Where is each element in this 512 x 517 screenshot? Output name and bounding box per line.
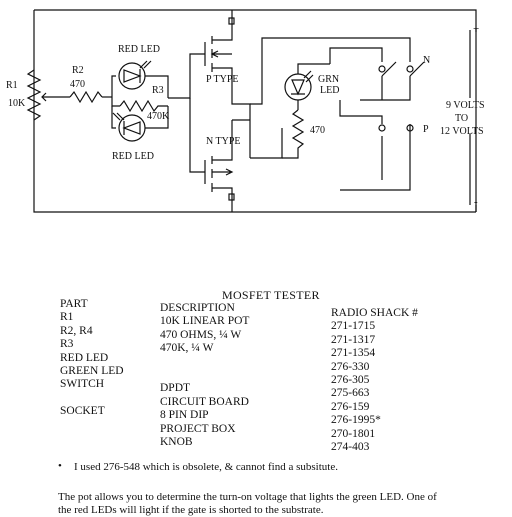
radio-shack-row: 270-1801 — [331, 427, 376, 440]
description-column-header: DESCRIPTION — [160, 302, 235, 314]
r2-resistor — [69, 90, 103, 104]
radio-shack-column: RADIO SHACK # 271-1715 271-1317 271-1354… — [331, 307, 418, 454]
part-row: R3 — [60, 338, 74, 351]
green-led-wire — [297, 63, 330, 110]
switch-pole-3 — [378, 124, 386, 132]
description-text-line-1: The pot allows you to determine the turn… — [58, 491, 437, 503]
part-column: PART R1 R2, R4 R3 RED LED GREEN LED SWIT… — [60, 298, 124, 419]
part-row: R2, R4 — [60, 324, 93, 337]
description-row: 470 OHMS, ¼ W — [160, 328, 242, 341]
n-type-label: N TYPE — [206, 136, 241, 147]
red-led-bottom-label: RED LED — [112, 151, 154, 162]
r1-label: R1 — [6, 80, 18, 91]
green-led-label-1: GRN — [318, 74, 339, 85]
r2-value-label: 470 — [70, 79, 85, 90]
description-row: PROJECT BOX — [160, 422, 236, 435]
footnote-text: I used 276-548 which is obsolete, & cann… — [74, 461, 338, 473]
radio-shack-row: 276-305 — [331, 373, 370, 386]
p-mosfet-channel — [210, 10, 233, 86]
led-node-to-gate-wire — [168, 53, 205, 99]
r3-label: R3 — [152, 85, 164, 96]
green-resistor-value-label: 470 — [310, 125, 325, 136]
description-row: CIRCUIT BOARD — [160, 395, 249, 408]
r-green-resistor — [282, 109, 305, 159]
red-led-bottom-out-wire — [145, 106, 169, 129]
radio-shack-row: 274-403 — [331, 440, 370, 453]
description-row — [160, 369, 249, 382]
n-mosfet-source-mark — [228, 193, 235, 201]
switch-pole-4 — [406, 124, 414, 132]
part-row: R1 — [60, 311, 74, 324]
part-row — [60, 392, 124, 405]
footnote-bullet: • — [58, 460, 62, 472]
r1-value-label: 10K — [8, 98, 26, 109]
r3-value-label: 470K — [147, 111, 170, 122]
radio-shack-row: 275-663 — [331, 387, 370, 400]
mosfet-tester-schematic: R1 10K R2 470 R3 470K RED LED RED LED P … — [6, 9, 485, 213]
p-type-label: P TYPE — [206, 74, 239, 85]
red-led-top-symbol — [123, 60, 152, 83]
description-row — [160, 356, 249, 369]
radio-shack-row: 276-159 — [331, 400, 370, 413]
green-led-label-2: LED — [320, 85, 339, 96]
parts-list-title: MOSFET TESTER — [222, 288, 320, 302]
description-row: 470K, ¼ W — [160, 342, 214, 355]
switch-n-label: N — [423, 55, 430, 66]
drain-junction-wire — [231, 86, 251, 158]
green-led-symbol — [291, 70, 314, 96]
supply-voltage-label-1: 9 VOLTS — [446, 100, 485, 111]
part-row: GREEN LED — [60, 364, 124, 377]
description-row: DPDT — [160, 382, 191, 395]
description-column: DESCRIPTION 10K LINEAR POT 470 OHMS, ¼ W… — [160, 302, 249, 449]
radio-shack-row: 271-1354 — [331, 347, 376, 360]
radio-shack-row: 276-1995* — [331, 414, 381, 427]
switch-p-label: P — [423, 124, 429, 135]
supply-voltage-label-2: TO — [455, 113, 468, 124]
r3-wire-left — [111, 97, 120, 107]
switch-pole-1 — [378, 65, 386, 73]
red-led-bottom-symbol — [112, 112, 141, 135]
radio-shack-row: 271-1715 — [331, 320, 376, 333]
red-led-top-label: RED LED — [118, 44, 160, 55]
switch-levers — [381, 61, 425, 77]
part-column-header: PART — [60, 298, 88, 310]
green-led-body — [284, 73, 312, 101]
gate-bus-wire — [189, 98, 205, 173]
r1-potentiometer — [26, 69, 42, 121]
red-led-top-wire — [111, 75, 116, 97]
switch-pole-2 — [406, 65, 414, 73]
supply-minus-label: - — [474, 196, 478, 208]
red-led-bottom-wire — [111, 106, 116, 129]
radio-shack-row: 276-330 — [331, 360, 370, 373]
part-row: RED LED — [60, 351, 109, 364]
red-led-top-out-wire — [145, 75, 169, 98]
r3-resistor — [119, 99, 168, 113]
part-row: SOCKET — [60, 405, 105, 418]
part-row: SWITCH — [60, 378, 105, 391]
description-row: 8 PIN DIP — [160, 409, 209, 422]
r1-wiper-arrow — [41, 92, 52, 102]
supply-plus-label: + — [473, 23, 479, 35]
switch-wiring — [329, 47, 411, 191]
r2-label: R2 — [72, 65, 84, 76]
supply-voltage-label-3: 12 VOLTS — [440, 126, 484, 137]
radio-shack-column-header: RADIO SHACK # — [331, 307, 418, 319]
n-mosfet-channel — [211, 120, 234, 212]
description-row: 10K LINEAR POT — [160, 315, 250, 328]
description-row: KNOB — [160, 435, 193, 448]
radio-shack-row: 271-1317 — [331, 333, 376, 346]
drain-to-green-led-wire — [250, 128, 283, 159]
p-mosfet-source-mark — [228, 17, 235, 25]
drain-to-switch-wire — [250, 37, 411, 105]
top-rail-wire — [34, 9, 477, 212]
description-text-line-2: the red LEDs will light if the gate is s… — [58, 504, 324, 516]
